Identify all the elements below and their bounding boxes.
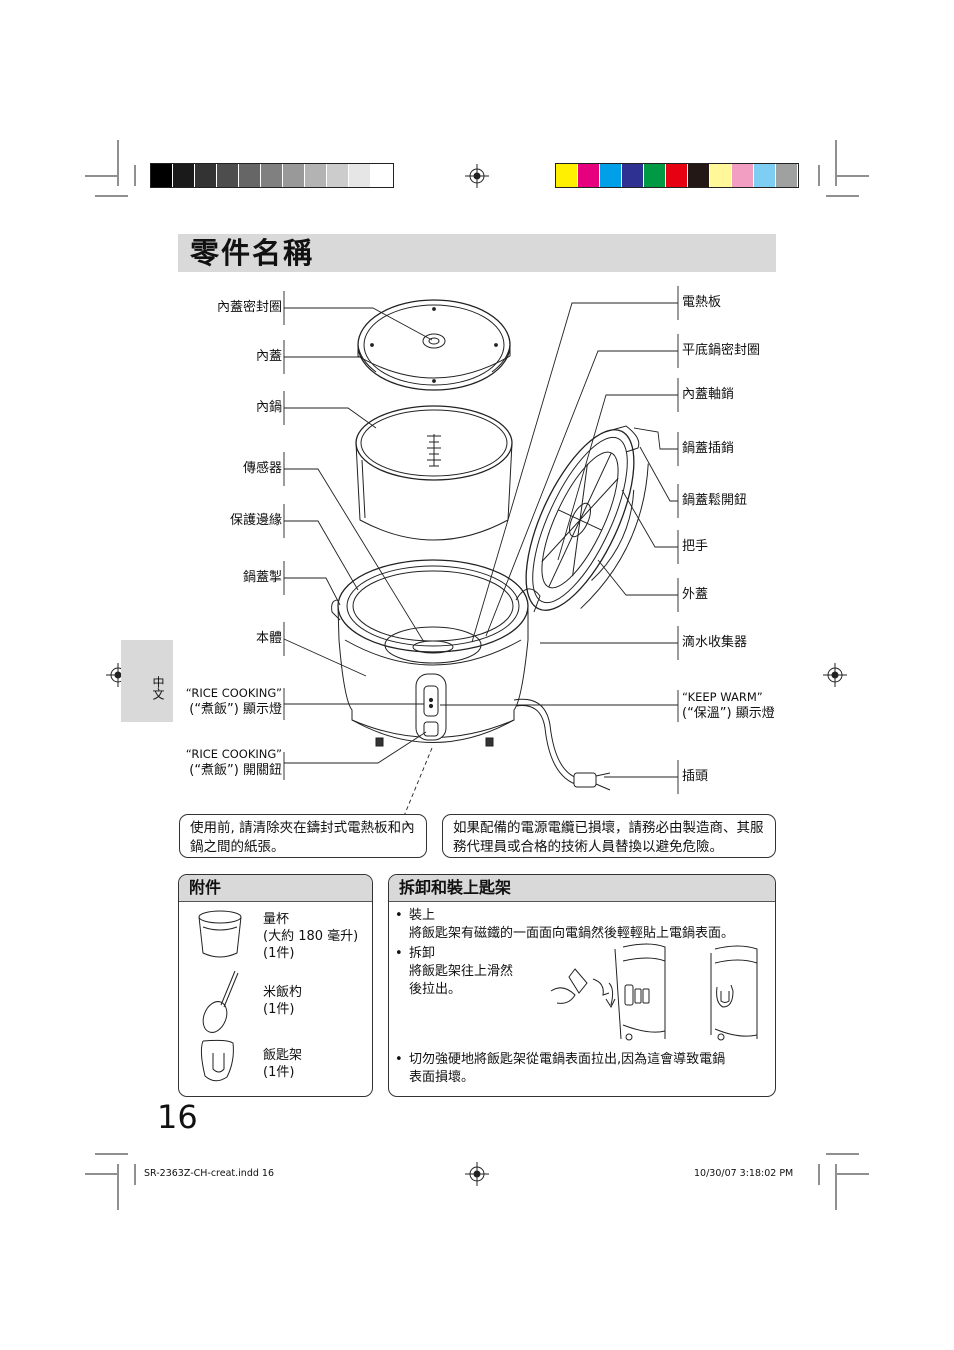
label-cooking-switch-zh: (“煮飯”) 開關鈕	[189, 763, 282, 778]
color-swatch	[644, 164, 666, 187]
label-inner-lid-seal: 內蓋密封圈	[216, 300, 282, 315]
accessories-heading: 附件	[179, 875, 372, 902]
gray-swatch	[371, 164, 393, 187]
plug-icon	[573, 772, 611, 791]
label-lid-latch: 鍋蓋掣	[242, 570, 282, 585]
accessory-holder-qty: (1件)	[263, 1065, 295, 1080]
color-swatch	[776, 164, 798, 187]
color-swatch	[666, 164, 688, 187]
bullet: •	[395, 1052, 403, 1067]
down-arrow-icon	[605, 982, 616, 1009]
gray-swatch	[349, 164, 371, 187]
accessory-holder-name: 飯匙架	[263, 1048, 303, 1063]
attach-title: 裝上	[409, 908, 436, 923]
note-remove-paper: 使用前, 請清除夾在鑄封式電熱板和內鍋之間的紙張。	[179, 814, 427, 858]
label-lid-pin: 鍋蓋插銷	[682, 441, 735, 456]
footer-file: SR-2363Z-CH-creat.indd 16	[144, 1168, 274, 1179]
bullet: •	[395, 946, 403, 961]
label-protective-rim: 保護邊緣	[229, 513, 282, 528]
warning-text-1: 切勿強硬地將飯匙架從電鍋表面拉出,因為這會導致電鍋	[409, 1052, 726, 1067]
label-outer-lid: 外蓋	[682, 587, 709, 602]
accessory-cup-name: 量杯	[263, 912, 290, 927]
note-damaged-cord: 如果配備的電源電纜已損壞，請務必由製造商、其服務代理員或合格的技術人員替換以避免…	[442, 814, 776, 858]
color-swatch	[622, 164, 644, 187]
registration-target-icon	[106, 164, 847, 1186]
color-swatch	[556, 164, 578, 187]
rice-paddle-icon	[202, 970, 239, 1033]
remove-text-1: 將飯匙架往上滑然	[409, 964, 514, 979]
holder-removal-illustration	[550, 943, 758, 1041]
gray-swatch	[239, 164, 261, 187]
gray-swatch	[151, 164, 173, 187]
label-inner-lid: 內蓋	[255, 349, 282, 364]
page-number: 16	[157, 1098, 198, 1136]
label-lid-hinge-pin: 內蓋軸銷	[682, 387, 735, 402]
label-plug: 插頭	[682, 769, 709, 784]
gray-swatch	[327, 164, 349, 187]
gray-swatch	[173, 164, 195, 187]
color-calibration-bar	[555, 163, 799, 188]
language-tab: 中文	[121, 640, 173, 722]
label-warm-lamp-en: “KEEP WARM”	[682, 690, 763, 704]
attach-text: 將飯匙架有磁鐵的一面面向電鍋然後輕輕貼上電鍋表面。	[409, 926, 735, 941]
warning-text-2: 表面損壞。	[409, 1070, 475, 1085]
gray-swatch	[305, 164, 327, 187]
color-swatch	[710, 164, 732, 187]
color-swatch	[732, 164, 754, 187]
paddle-holder-heading: 拆卸和裝上匙架	[389, 875, 775, 902]
gray-swatch	[195, 164, 217, 187]
label-drip-collector: 滴水收集器	[682, 635, 748, 650]
accessory-cup-detail: (大約 180 毫升)	[263, 929, 359, 944]
label-handle: 把手	[682, 539, 709, 554]
hand-icon	[550, 968, 610, 1004]
label-flat-pot-seal: 平底鍋密封圈	[682, 343, 761, 358]
label-sensor: 傳感器	[242, 461, 282, 476]
label-cooking-switch-en: “RICE COOKING”	[185, 747, 282, 761]
color-swatch	[578, 164, 600, 187]
leader-lines	[283, 286, 679, 817]
color-swatch	[600, 164, 622, 187]
gray-calibration-bar	[150, 163, 394, 188]
language-tab-label: 中文	[151, 676, 165, 700]
label-body: 本體	[255, 631, 282, 646]
label-heating-plate: 電熱板	[682, 295, 722, 310]
accessory-paddle-name: 米飯杓	[263, 985, 303, 1000]
accessory-paddle-qty: (1件)	[263, 1002, 295, 1017]
accessory-cup-qty: (1件)	[263, 946, 295, 961]
remove-title: 拆卸	[409, 946, 436, 961]
color-swatch	[754, 164, 776, 187]
paddle-holder-panel: 拆卸和裝上匙架 • 裝上 將飯匙架有磁鐵的一面面向電鍋然後輕輕貼上電鍋表面。 •…	[388, 874, 776, 1097]
label-cooking-lamp-zh: (“煮飯”) 顯示燈	[189, 702, 282, 717]
paddle-holder-icon	[200, 1039, 234, 1082]
label-inner-pot: 內鍋	[255, 400, 282, 415]
label-lid-release: 鍋蓋鬆開鈕	[682, 493, 748, 508]
gray-swatch	[217, 164, 239, 187]
water-level-scale-icon	[427, 434, 441, 467]
footer-timestamp: 10/30/07 3:18:02 PM	[694, 1168, 794, 1179]
remove-text-2: 後拉出。	[409, 982, 462, 997]
accessories-panel: 附件 量杯 (大約 180 毫升) (1件) 米飯杓 (1件) 飯匙架 (1件)	[178, 874, 373, 1097]
bullet: •	[395, 908, 403, 923]
label-warm-lamp-zh: (“保溫”) 顯示燈	[682, 706, 775, 721]
gray-swatch	[283, 164, 305, 187]
color-swatch	[688, 164, 710, 187]
measuring-cup-icon	[198, 910, 242, 958]
title-bar: 零件名稱	[178, 234, 776, 272]
accessories-illustrations	[198, 910, 242, 1082]
page-title: 零件名稱	[190, 236, 315, 270]
label-cooking-lamp-en: “RICE COOKING”	[185, 686, 282, 700]
gray-swatch	[261, 164, 283, 187]
